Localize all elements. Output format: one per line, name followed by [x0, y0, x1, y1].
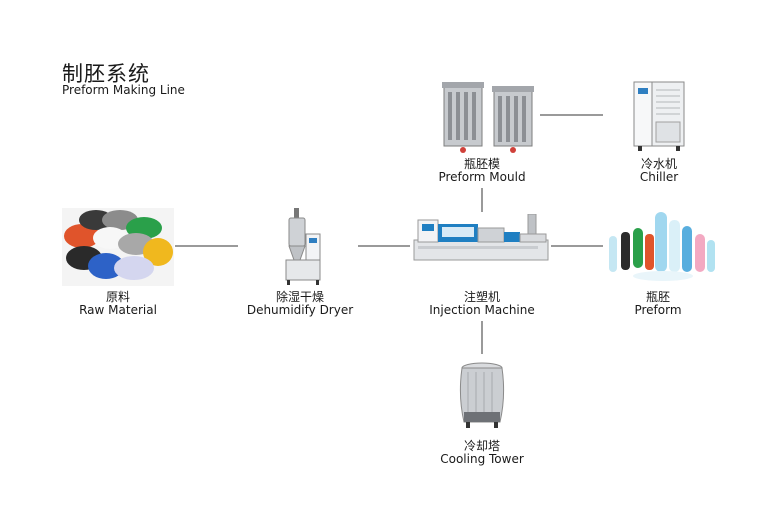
preform-label-en: Preform	[634, 303, 682, 317]
injection-machine-image	[413, 214, 549, 261]
preform-mould-label: 瓶胚模 Preform Mould	[438, 158, 525, 184]
diagram-title-en: Preform Making Line	[62, 83, 185, 97]
injection-machine-label: 注塑机 Injection Machine	[429, 291, 535, 317]
cooling-tower-label-en: Cooling Tower	[440, 452, 524, 466]
cooling-tower-label-cn: 冷却塔	[463, 439, 500, 453]
injection-machine-label-en: Injection Machine	[429, 303, 535, 317]
dryer-label: 除湿干燥 Dehumidify Dryer	[247, 291, 353, 317]
chiller-label-cn: 冷水机	[640, 157, 677, 171]
raw-material-label: 原料 Raw Material	[79, 291, 157, 317]
cooling-tower-image	[459, 362, 505, 428]
preform-mould-label-en: Preform Mould	[438, 170, 526, 184]
chiller-image	[633, 81, 685, 151]
dryer-label-en: Dehumidify Dryer	[246, 303, 354, 317]
cooling-tower-label: 冷却塔 Cooling Tower	[440, 440, 524, 466]
preform-image	[609, 212, 715, 281]
chiller-label: 冷水机 Chiller	[640, 158, 678, 184]
dryer-image	[285, 208, 321, 285]
preform-label-cn: 瓶胚	[645, 290, 670, 304]
preform-mould-image	[442, 82, 534, 153]
dryer-label-cn: 除湿干燥	[275, 290, 324, 304]
raw-material-image	[62, 208, 174, 286]
diagram-title-cn: 制胚系统	[62, 62, 150, 86]
preform-label: 瓶胚 Preform	[634, 291, 681, 317]
preform-mould-label-cn: 瓶胚模	[463, 157, 500, 171]
chiller-label-en: Chiller	[639, 170, 679, 184]
injection-machine-label-cn: 注塑机	[463, 290, 500, 304]
raw-material-label-en: Raw Material	[79, 303, 157, 317]
raw-material-label-cn: 原料	[105, 290, 130, 304]
